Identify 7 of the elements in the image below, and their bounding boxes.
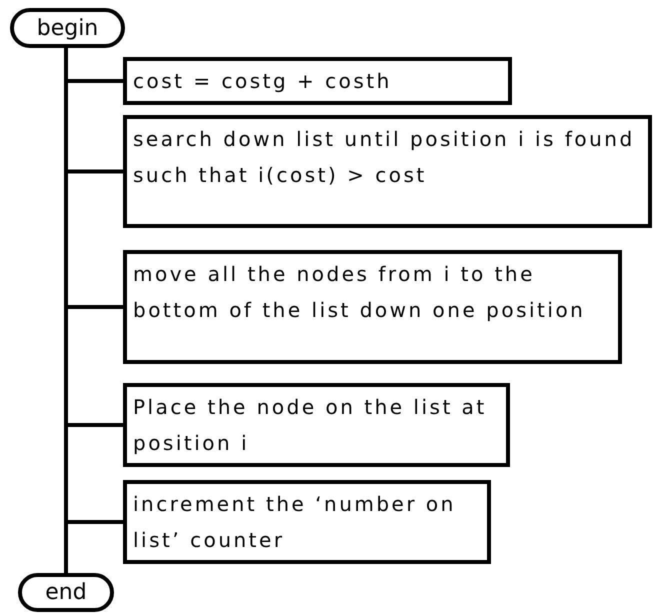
process-box: move all the nodes from i to the bottom of the list down one position [123, 250, 622, 364]
process-box: Place the node on the list at position i [123, 383, 510, 467]
process-box: increment the ‘number on list’ counter [123, 480, 491, 564]
terminal-pill: end [18, 573, 114, 612]
terminal-pill: begin [10, 8, 125, 48]
process-box: cost = costg + costh [123, 57, 512, 105]
process-box: search down list until position i is found such that i(cost) > cost [123, 115, 652, 228]
